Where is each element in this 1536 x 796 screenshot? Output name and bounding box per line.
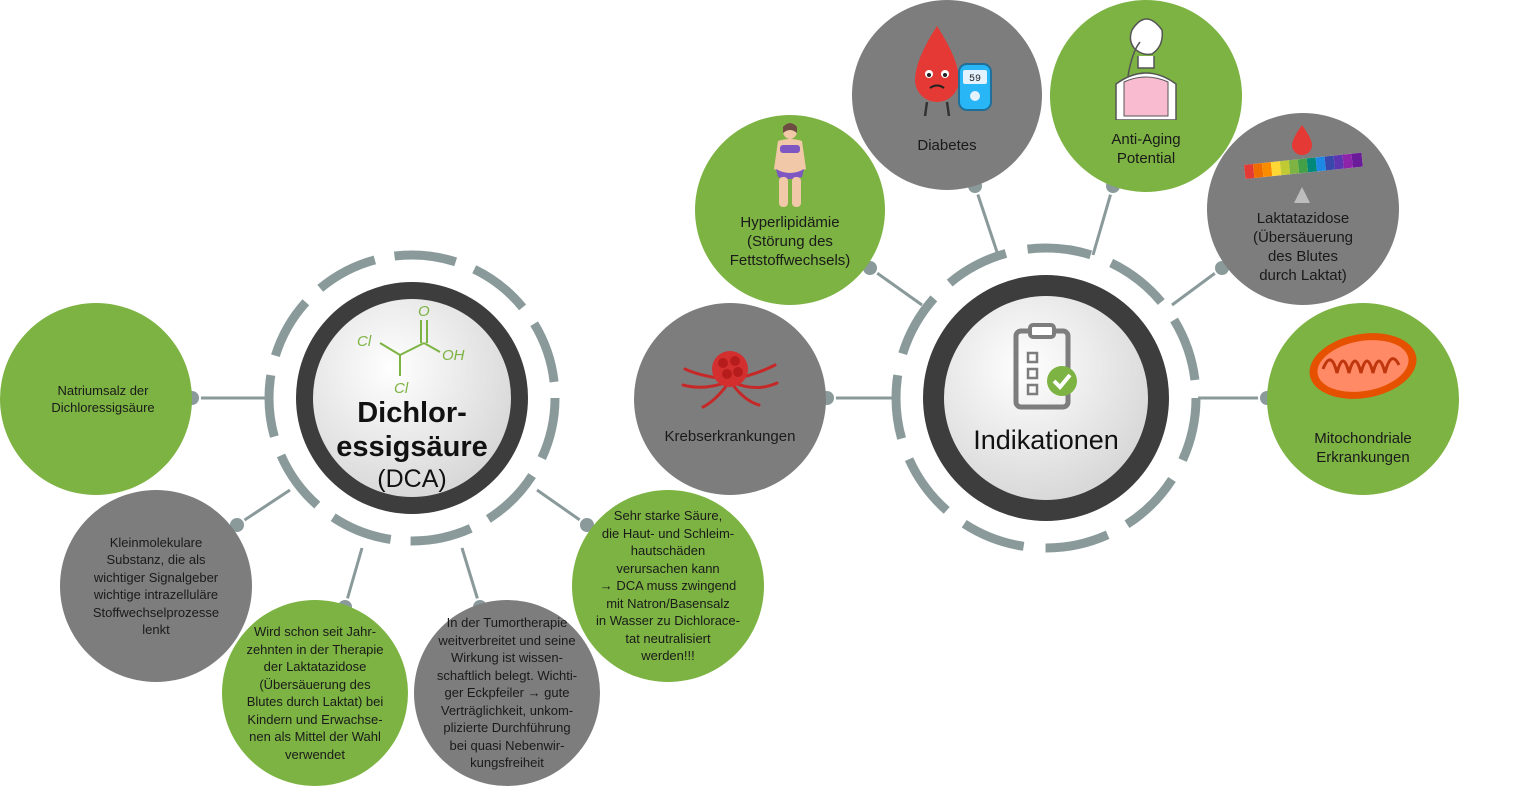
connector-diabetes bbox=[973, 185, 1000, 256]
right-hub-rings bbox=[891, 243, 1201, 553]
node-laktatazidose-therapie-text: Wird schon seit Jahr- zehnten in der The… bbox=[246, 624, 384, 762]
node-hyperlipidaemie: Hyperlipidämie (Störung des Fettstoffwec… bbox=[695, 115, 885, 305]
connector-anti-aging bbox=[1091, 185, 1115, 256]
left-hub-label: Dichlor- essigsäure (DCA) bbox=[332, 390, 492, 500]
glucometer-reading: 59 bbox=[969, 74, 981, 85]
right-hub-title: Indikationen bbox=[973, 424, 1119, 455]
node-saeure-text: Sehr starke Säure, die Haut- und Schleim… bbox=[595, 508, 740, 664]
right-hub-label: Indikationen bbox=[956, 420, 1136, 460]
left-hub-rings bbox=[264, 250, 560, 546]
formula-cl2: Cl bbox=[394, 380, 409, 397]
formula-oh: OH bbox=[442, 347, 465, 364]
dca-formula bbox=[379, 320, 441, 376]
connector-saeure bbox=[536, 488, 588, 527]
node-mitochondrial-text: Mitochondriale Erkrankungen bbox=[1314, 430, 1412, 466]
right-hub-core bbox=[944, 296, 1148, 500]
node-laktatazidose-text: Laktatazidose (Übersäuerung des Blutes d… bbox=[1252, 210, 1354, 284]
blood-drop-glucometer-icon: 59 bbox=[915, 26, 992, 117]
node-laktatazidose: Laktatazidose (Übersäuerung des Blutes d… bbox=[1207, 113, 1399, 305]
node-krebs: Krebserkrankungen bbox=[634, 303, 826, 495]
ph-scale-icon bbox=[1244, 125, 1363, 203]
connector-kleinmolekulare bbox=[236, 488, 291, 527]
node-diabetes: 59 Diabetes bbox=[852, 0, 1042, 190]
node-natriumsalz-text: Natriumsalz der Dichloressigsäure bbox=[51, 382, 155, 416]
node-saeure: Sehr starke Säure, die Haut- und Schleim… bbox=[572, 490, 764, 682]
node-natriumsalz: Natriumsalz der Dichloressigsäure bbox=[0, 303, 192, 495]
left-hub-subtitle: (DCA) bbox=[377, 465, 447, 493]
connector-hyperlipidaemie bbox=[869, 266, 923, 307]
connector-laktatazidose bbox=[1171, 266, 1223, 307]
node-mitochondrial: Mitochondriale Erkrankungen bbox=[1267, 303, 1459, 495]
bond-cl1 bbox=[379, 342, 401, 356]
bond-c-c bbox=[399, 342, 425, 356]
node-hyperlipidaemie-text: Hyperlipidämie (Störung des Fettstoffwec… bbox=[729, 214, 851, 269]
left-hub-dashed-ring bbox=[264, 250, 560, 546]
left-hub-core bbox=[313, 299, 511, 497]
node-tumortherapie: In der Tumortherapie weitverbreitet und … bbox=[414, 600, 600, 786]
node-kleinmolekulare-text: Kleinmolekulare Substanz, die als wichti… bbox=[92, 534, 220, 638]
woman-face-icon bbox=[1115, 18, 1177, 120]
formula-labels: Cl Cl O OH bbox=[357, 303, 465, 397]
node-kleinmolekulare: Kleinmolekulare Substanz, die als wichti… bbox=[60, 490, 252, 682]
connector-lines bbox=[192, 185, 1267, 608]
formula-o: O bbox=[418, 303, 430, 320]
tumor-cell-icon bbox=[681, 351, 779, 409]
node-laktatazidose-therapie: Wird schon seit Jahr- zehnten in der The… bbox=[222, 600, 408, 786]
node-tumortherapie-text: In der Tumortherapie weitverbreitet und … bbox=[436, 615, 578, 771]
mitochondrion-icon bbox=[1309, 333, 1417, 399]
node-diabetes-text: Diabetes bbox=[917, 137, 977, 154]
connector-laktatazidose-therapie bbox=[343, 547, 364, 608]
woman-figure-icon bbox=[774, 123, 806, 207]
bond-oh bbox=[423, 342, 441, 353]
connector-tumortherapie bbox=[460, 547, 482, 608]
node-krebs-text: Krebserkrankungen bbox=[664, 428, 796, 445]
checklist-icon bbox=[1013, 323, 1077, 410]
node-anti-aging: Anti-Aging Potential bbox=[1050, 0, 1242, 192]
left-hub-title: Dichlor- essigsäure bbox=[336, 397, 488, 463]
right-hub-dashed-ring bbox=[891, 243, 1201, 553]
formula-cl1: Cl bbox=[357, 333, 372, 350]
node-anti-aging-text: Anti-Aging Potential bbox=[1111, 131, 1181, 167]
